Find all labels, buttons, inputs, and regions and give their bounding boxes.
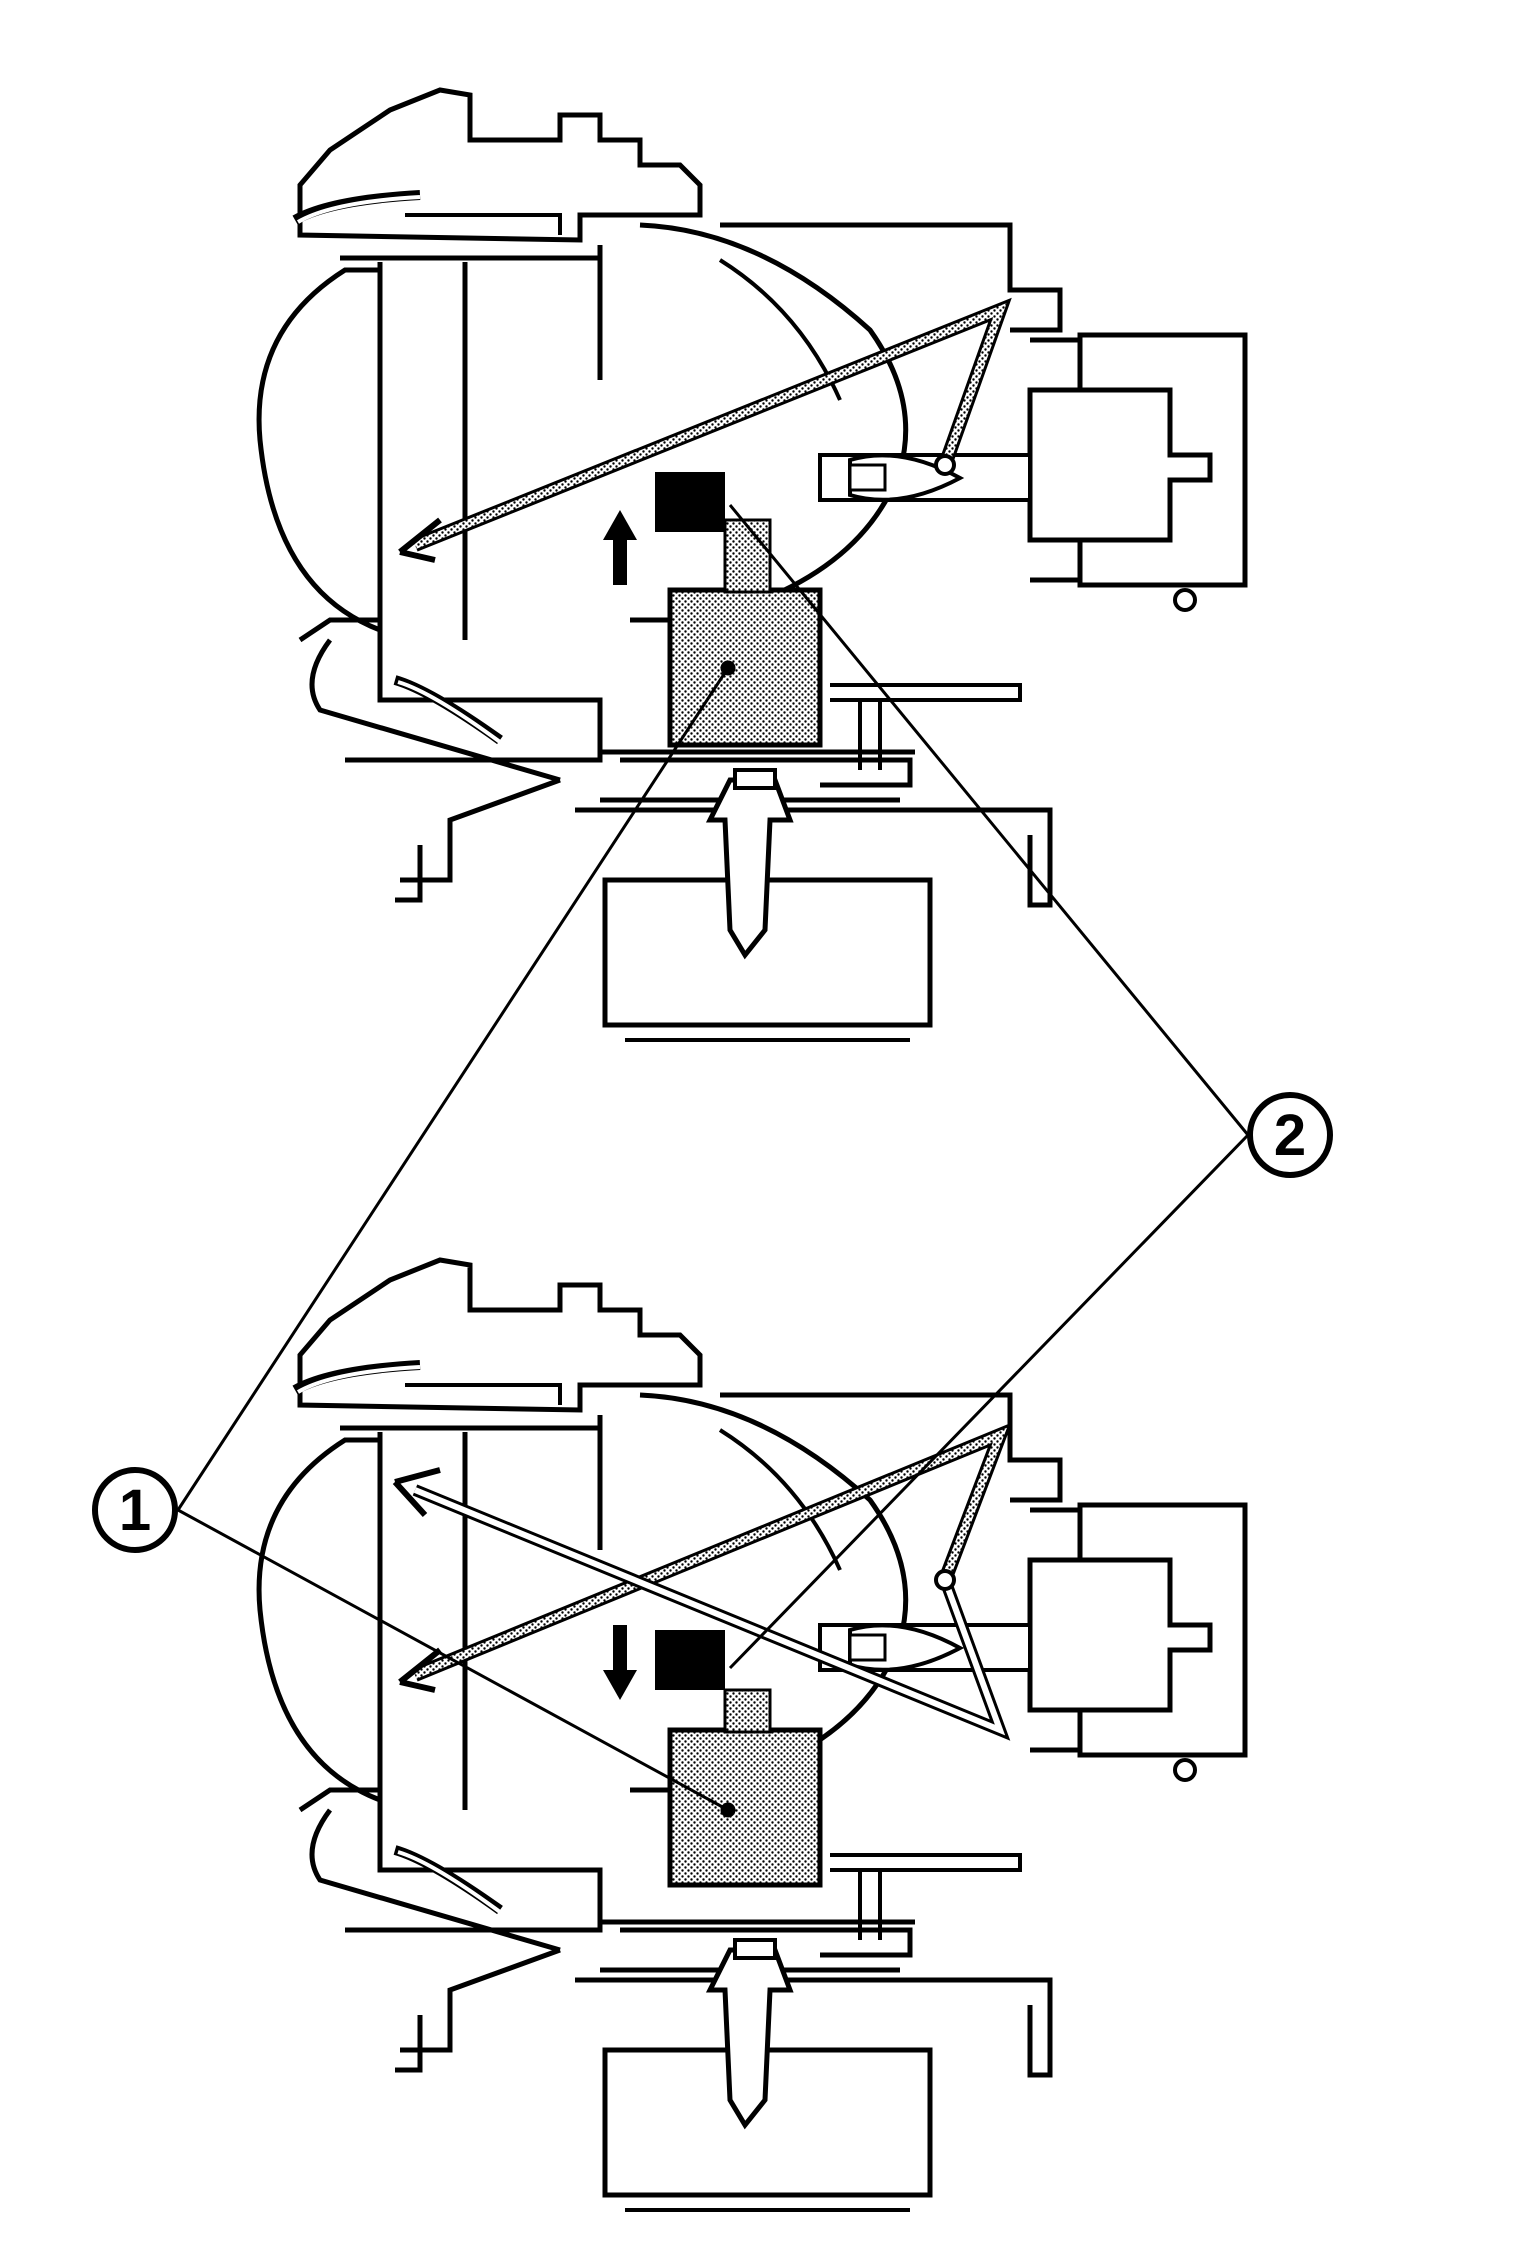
leader-lines bbox=[176, 504, 1250, 1818]
callout-2: 2 bbox=[1247, 1092, 1333, 1178]
callout-1-label: 1 bbox=[119, 1478, 151, 1543]
headlamp-assembly-lower bbox=[259, 1260, 1245, 2210]
headlamp-assembly-upper bbox=[259, 90, 1245, 1040]
arrow-up-icon bbox=[603, 510, 637, 585]
callout-1: 1 bbox=[92, 1467, 178, 1553]
arrow-down-icon bbox=[603, 1625, 637, 1700]
adjuster-block-upper bbox=[655, 472, 725, 532]
adjuster-block-lower bbox=[655, 1630, 725, 1690]
callout-2-label: 2 bbox=[1274, 1103, 1306, 1168]
leveling-actuator-lower bbox=[667, 1727, 823, 1888]
